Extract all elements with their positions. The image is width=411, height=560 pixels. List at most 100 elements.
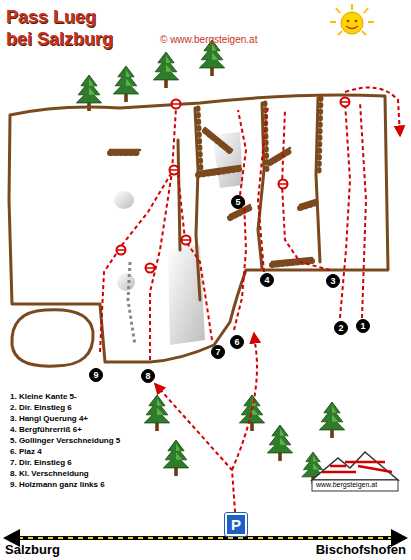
rock-outline: [9, 95, 388, 366]
sun-icon: [338, 31, 342, 35]
logo-mountain: [322, 462, 392, 472]
sun-icon: [341, 12, 363, 34]
callout-number: 1: [360, 322, 365, 331]
callout-number: 5: [235, 198, 240, 207]
belay-marker: [182, 236, 191, 245]
callout-number: 7: [215, 348, 220, 357]
belay-bar: [172, 103, 180, 105]
ledge-line: [110, 98, 321, 265]
road-arrow: [18, 537, 393, 539]
logo-mountain: [312, 452, 398, 491]
copyright-note: © www.bergsteigen.at: [160, 34, 257, 45]
belay-bar: [146, 267, 154, 269]
climbing-route: [360, 102, 366, 318]
route-key: 4. Bergführerriß 6+: [10, 426, 82, 435]
tree-group: [199, 40, 224, 76]
sun-icon: [346, 26, 358, 29]
sun-icon: [330, 21, 336, 23]
variant-route: [128, 262, 135, 345]
sun-icon: [368, 21, 374, 23]
climbing-route: [100, 88, 400, 471]
climbing-route: [340, 102, 350, 318]
slab-shading: [114, 132, 243, 345]
ledge-line: [110, 131, 316, 265]
callout-number: 3: [330, 277, 335, 286]
sun-icon: [355, 20, 358, 23]
belay-marker: [117, 246, 126, 255]
tree-group: [113, 66, 138, 102]
road-arrow: [14, 536, 397, 540]
place-name: Bischofshofen: [316, 543, 406, 557]
ledge-line: [198, 98, 321, 175]
tree-group: [144, 395, 169, 431]
callout-number: 4: [264, 276, 269, 285]
route-key: 8. Kl. Verschneidung: [10, 470, 89, 479]
climbing-route: [100, 108, 176, 352]
climbing-route: [345, 88, 400, 136]
route-number: 3: [326, 274, 340, 288]
tree-group: [267, 425, 292, 461]
climbing-route: [238, 110, 246, 195]
route-key: 9. Holzmann ganz links 6: [10, 481, 105, 490]
callout-number: 9: [93, 371, 98, 380]
tree-group: [163, 440, 188, 476]
logo-text: www.bergsteigen.at: [316, 481, 377, 489]
tree-group: [239, 395, 264, 431]
approach-path: [155, 383, 235, 512]
belay-bar: [341, 101, 349, 103]
belay-bar: [279, 183, 287, 185]
route-number: 5: [231, 195, 245, 209]
route-key: 1. Kleine Kante 5-: [10, 393, 77, 402]
route-key: 6. Piaz 4: [10, 448, 42, 457]
callout-number: 2: [338, 324, 343, 333]
route-key: 5. Gollinger Verschneidung 5: [10, 437, 120, 446]
route-key: 3. Hangl Querung 4+: [10, 415, 88, 424]
belay-marker: [279, 180, 288, 189]
belay-marker: [146, 264, 155, 273]
climbing-route: [282, 110, 330, 270]
sun-icon: [362, 31, 366, 35]
place-name: Salzburg: [5, 543, 60, 557]
climbing-route: [232, 334, 257, 470]
belay-bar: [117, 102, 349, 268]
route-number: 7: [211, 345, 225, 359]
parking-letter: P: [231, 517, 241, 532]
climbing-route: [178, 175, 212, 340]
callout-number: 8: [145, 372, 150, 381]
rock-outline: [12, 310, 93, 366]
slab-shading: [114, 191, 134, 209]
logo-mountain: [312, 452, 398, 480]
tree-group: [153, 52, 178, 88]
sun-icon: [330, 4, 374, 35]
belay-marker: [170, 166, 179, 175]
route-number: 6: [230, 335, 244, 349]
climbing-route: [234, 200, 246, 330]
parking-sign: P: [225, 513, 247, 536]
sun-icon: [347, 20, 350, 23]
sun-icon: [330, 4, 374, 35]
belay-bar: [182, 239, 190, 241]
rock-outline: [9, 95, 388, 362]
route-number: 1: [356, 319, 370, 333]
sun-icon: [351, 4, 353, 10]
route-number: 2: [334, 321, 348, 335]
route-number: 9: [89, 368, 103, 382]
belay-marker: [117, 98, 350, 273]
logo-mountain: [312, 480, 398, 491]
belay-marker: [341, 98, 350, 107]
tree-group: [319, 402, 344, 438]
sun-icon: [336, 8, 340, 13]
climbing-route: [258, 106, 268, 272]
route-key: 7. Dir. Einstieg 6: [10, 459, 72, 468]
slab-shading: [117, 273, 135, 291]
sun-icon: [364, 8, 368, 13]
callout-number: 6: [234, 338, 239, 347]
route-number: 8: [141, 369, 155, 383]
route-key: 2. Dir. Einstieg 6: [10, 404, 72, 413]
map-title: Pass Lueg bei Salzburg: [6, 6, 124, 50]
belay-bar: [170, 169, 178, 171]
route-number: 4: [260, 273, 274, 287]
belay-bar: [117, 249, 125, 251]
belay-marker: [172, 100, 181, 109]
